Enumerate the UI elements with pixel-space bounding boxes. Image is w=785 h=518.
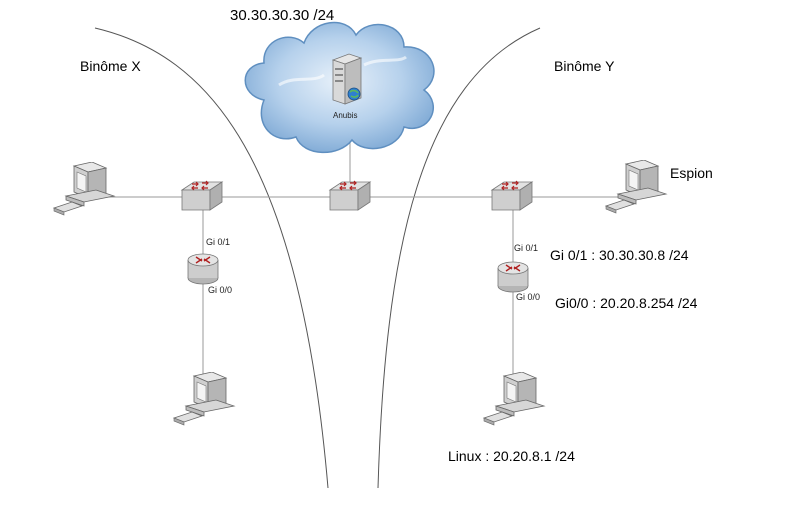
router-icon bbox=[497, 261, 529, 293]
right-router-iface-top: Gi 0/1 bbox=[514, 243, 539, 253]
zone-label-left: Binôme X bbox=[80, 58, 141, 74]
router-icon bbox=[187, 253, 219, 285]
left-router-iface-top: Gi 0/1 bbox=[206, 237, 231, 247]
right-router-iface-bottom: Gi 0/0 bbox=[516, 292, 541, 302]
linux-host-label: Linux : 20.20.8.1 /24 bbox=[448, 448, 575, 464]
switch-icon bbox=[180, 180, 224, 211]
left-router-iface-bottom: Gi 0/0 bbox=[208, 285, 233, 295]
switch-icon bbox=[328, 180, 372, 211]
switch-icon bbox=[490, 180, 534, 211]
server-icon bbox=[331, 53, 363, 105]
zone-boundary-left bbox=[94, 27, 329, 489]
diagram-title: 30.30.30.30 /24 bbox=[230, 7, 335, 24]
computer-icon bbox=[482, 372, 546, 426]
computer-icon bbox=[172, 372, 236, 426]
computer-icon bbox=[52, 162, 116, 216]
right-router-iface-top-ip: Gi 0/1 : 30.30.30.8 /24 bbox=[550, 247, 689, 263]
spy-host-label: Espion bbox=[670, 165, 713, 181]
zone-boundary-right bbox=[377, 27, 541, 489]
server-label: Anubis bbox=[333, 111, 358, 120]
computer-icon bbox=[604, 160, 668, 214]
zone-label-right: Binôme Y bbox=[554, 58, 615, 74]
right-router-iface-bottom-ip: Gi0/0 : 20.20.8.254 /24 bbox=[555, 295, 698, 311]
